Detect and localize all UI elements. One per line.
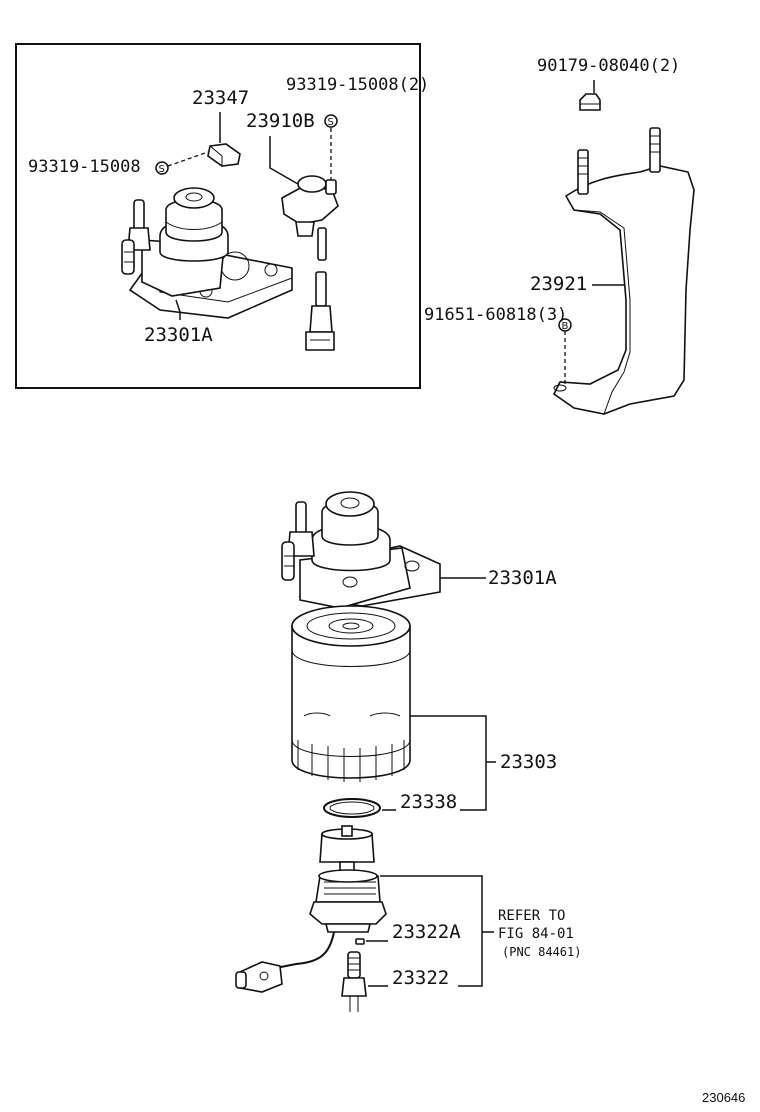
label-23301a: 23301A bbox=[488, 567, 557, 589]
filter-cartridge bbox=[291, 605, 411, 782]
filter-head-main bbox=[281, 491, 441, 609]
label-90179-08040-2: 90179-08040(2) bbox=[537, 56, 680, 76]
bolt-symbol-b: B bbox=[562, 321, 569, 332]
filter-head-inset bbox=[121, 187, 293, 319]
label-23322: 23322 bbox=[392, 967, 449, 989]
o-ring bbox=[323, 798, 381, 818]
label-23301a-inset: 23301A bbox=[144, 324, 213, 346]
sensor-part bbox=[341, 951, 367, 1012]
inset-frame bbox=[15, 43, 421, 389]
sensor-assembly bbox=[235, 825, 387, 993]
label-23322a: 23322A bbox=[392, 921, 461, 943]
label-23303: 23303 bbox=[500, 751, 557, 773]
label-93319-15008: 93319-15008 bbox=[28, 157, 141, 177]
switch-part bbox=[281, 175, 339, 351]
screw-symbol-s-left: S bbox=[159, 164, 165, 175]
pin-part bbox=[355, 938, 365, 945]
label-23347: 23347 bbox=[192, 87, 249, 109]
label-91651-60818-3: 91651-60818(3) bbox=[424, 305, 567, 325]
label-93319-15008-2: 93319-15008(2) bbox=[286, 75, 429, 95]
clip-part bbox=[207, 143, 241, 167]
label-23338: 23338 bbox=[400, 791, 457, 813]
label-23910b: 23910B bbox=[246, 110, 315, 132]
refer-line-1: REFER TO bbox=[498, 908, 565, 924]
bracket-part bbox=[552, 93, 695, 415]
screw-symbol-s-right: S bbox=[328, 117, 334, 128]
label-23921: 23921 bbox=[530, 273, 587, 295]
refer-line-3: (PNC 84461) bbox=[502, 945, 581, 959]
refer-line-2: FIG 84-01 bbox=[498, 926, 574, 942]
figure-id: 230646 bbox=[702, 1090, 745, 1105]
